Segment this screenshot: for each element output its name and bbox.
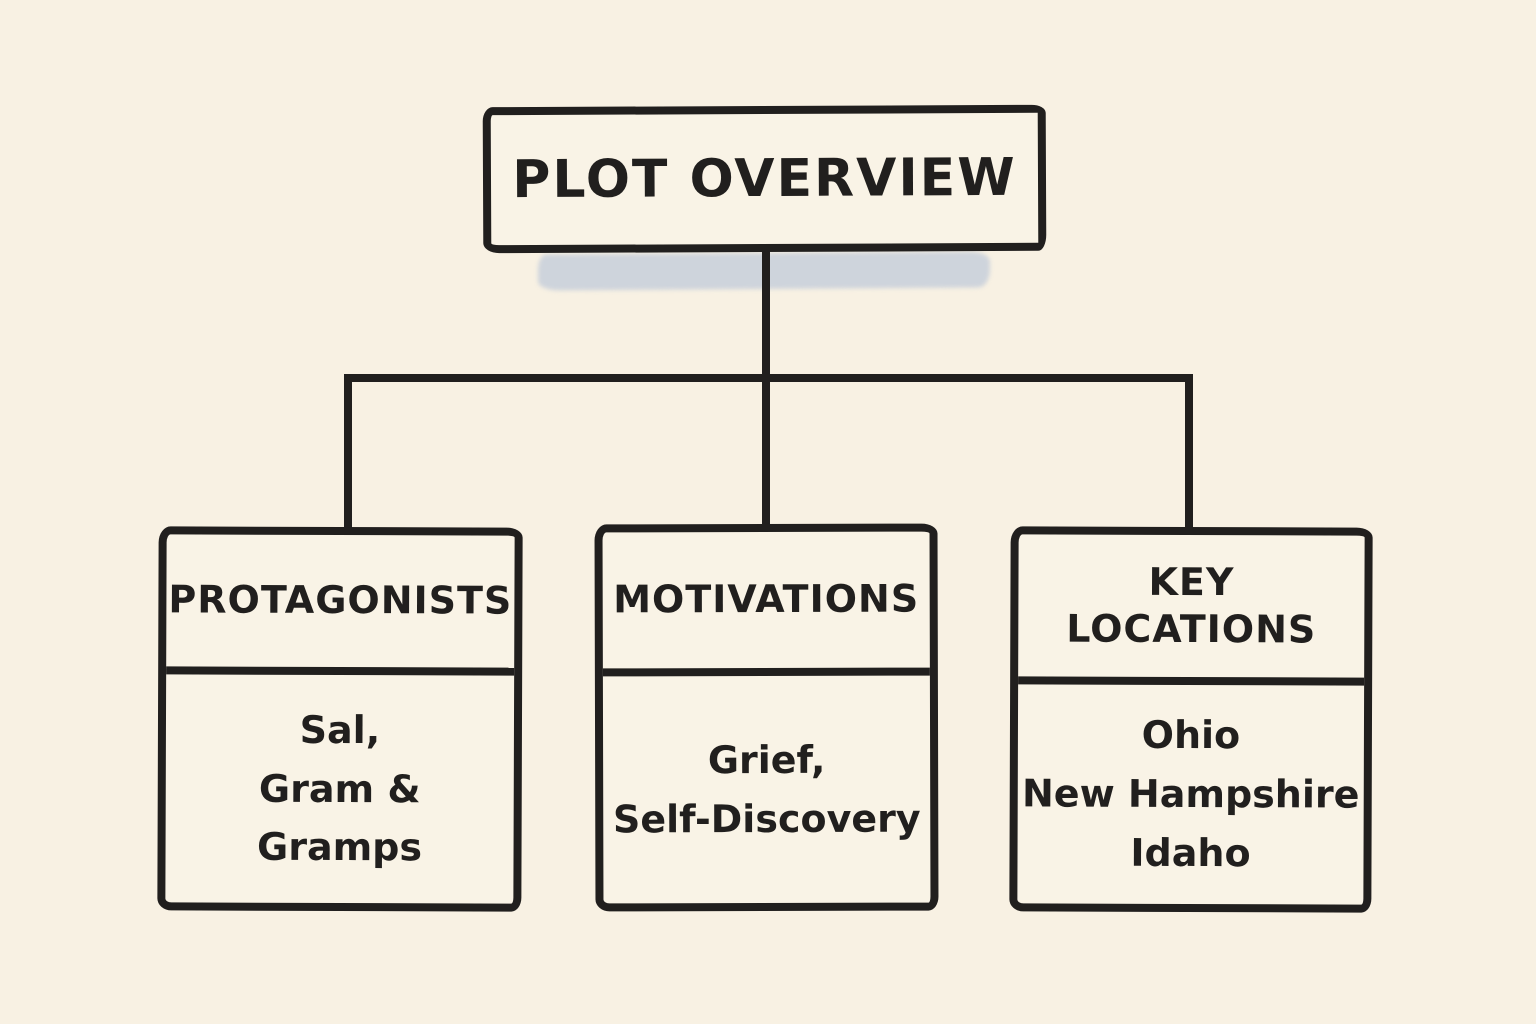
key-locations-line: New Hampshire (1021, 771, 1360, 817)
node-motivations: MOTIVATIONS Grief, Self-Discovery (594, 523, 939, 912)
node-protagonists-body: Sal, Gram & Gramps (165, 674, 514, 903)
connector-drop-right (1185, 374, 1193, 530)
connector-horizontal-branch (344, 374, 1193, 382)
node-motivations-header-label: MOTIVATIONS (613, 576, 920, 622)
node-motivations-header: MOTIVATIONS (602, 531, 930, 677)
node-key-locations-header-label: KEY LOCATIONS (1066, 559, 1317, 652)
protagonists-line: Gramps (256, 825, 423, 870)
motivations-line: Self-Discovery (612, 796, 921, 841)
protagonists-line: Sal, (299, 707, 381, 752)
node-key-locations: KEY LOCATIONS Ohio New Hampshire Idaho (1009, 526, 1373, 913)
motivations-line: Grief, (707, 737, 826, 782)
diagram-title: PLOT OVERVIEW (512, 147, 1017, 211)
node-protagonists: PROTAGONISTS Sal, Gram & Gramps (157, 526, 523, 912)
node-key-locations-body: Ohio New Hampshire Idaho (1017, 684, 1364, 904)
connector-title-stem (762, 248, 770, 530)
key-locations-line: Ohio (1141, 712, 1241, 758)
key-locations-line: Idaho (1130, 830, 1251, 876)
connector-drop-left (344, 374, 352, 530)
node-protagonists-header-label: PROTAGONISTS (168, 577, 513, 623)
protagonists-line: Gram & (258, 766, 421, 811)
title-box: PLOT OVERVIEW (482, 104, 1047, 254)
node-key-locations-header: KEY LOCATIONS (1018, 534, 1365, 686)
node-protagonists-header: PROTAGONISTS (166, 534, 515, 676)
node-motivations-body: Grief, Self-Discovery (603, 676, 931, 904)
